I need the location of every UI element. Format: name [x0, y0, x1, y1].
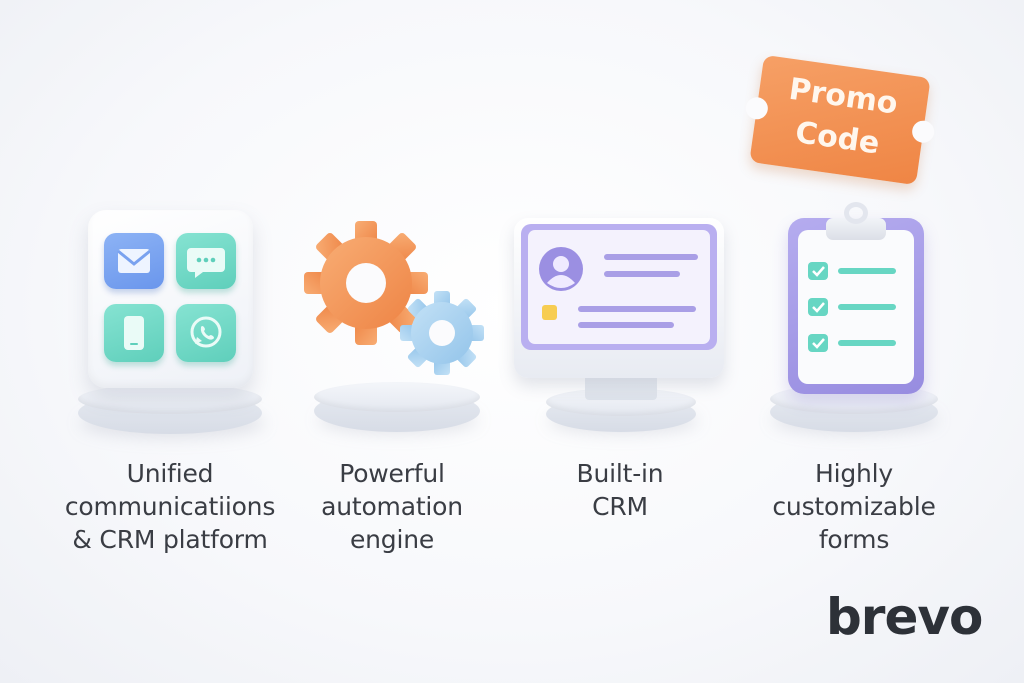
yellow-tag-icon	[542, 305, 557, 320]
chat-bubble-icon	[176, 233, 236, 289]
caption-line: engine	[349, 525, 435, 554]
pedestal-top	[78, 384, 262, 414]
whatsapp-icon	[176, 304, 236, 362]
caption-line: & CRM platform	[72, 525, 268, 554]
caption-line: Powerful	[339, 459, 445, 488]
contact-avatar-icon	[539, 247, 583, 291]
brand-logo: brevo	[826, 588, 983, 646]
caption-line: CRM	[592, 492, 648, 521]
caption-line: communicatiions	[64, 492, 276, 521]
caption-line: customizable	[772, 492, 936, 521]
caption-forms: Highly customizable forms	[724, 457, 984, 556]
checklist	[808, 262, 896, 352]
clipboard-ring	[844, 202, 868, 224]
caption-line: automation	[321, 492, 463, 521]
small-gear-icon	[400, 291, 484, 375]
caption-line: Unified	[126, 459, 214, 488]
large-gear-icon	[304, 221, 484, 375]
checkbox-icon	[808, 262, 896, 280]
envelope-icon	[104, 233, 164, 289]
text-line-placeholder	[604, 271, 680, 277]
caption-line: Highly	[815, 459, 893, 488]
caption-automation: Powerful automation engine	[262, 457, 522, 556]
caption-communications: Unified communicatiions & CRM platform	[40, 457, 300, 556]
text-line-placeholder	[578, 306, 696, 312]
mobile-phone-icon	[104, 304, 164, 362]
pedestal-top	[314, 382, 480, 412]
caption-crm: Built-in CRM	[490, 457, 750, 523]
clipboard-clip	[826, 218, 886, 240]
text-line-placeholder	[578, 322, 674, 328]
caption-line: forms	[818, 525, 890, 554]
text-line-placeholder	[604, 254, 698, 260]
promo-code-ticket: Promo Code	[744, 54, 936, 186]
caption-line: Built-in	[576, 459, 664, 488]
